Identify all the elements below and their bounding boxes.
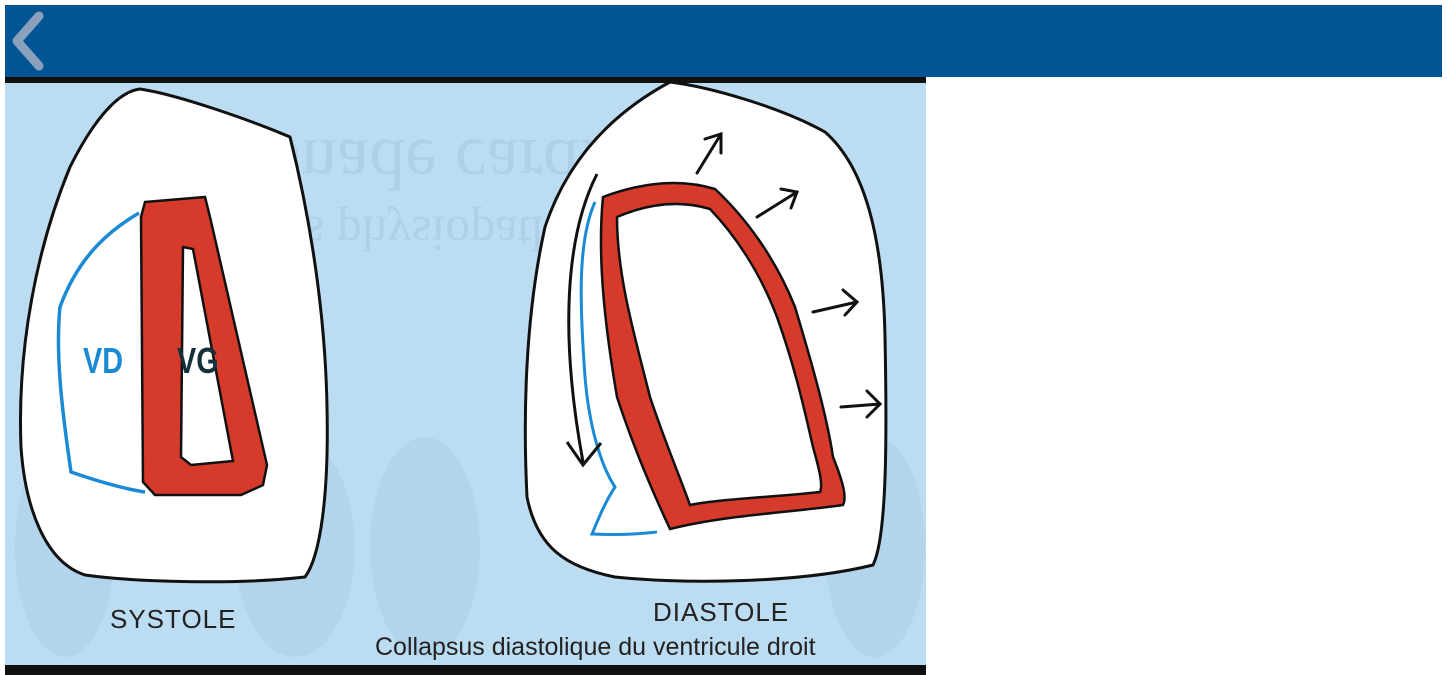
label-vd: VD — [83, 340, 123, 382]
label-systole: SYSTOLE — [110, 604, 236, 635]
label-diastole: DIASTOLE — [653, 597, 789, 628]
diastole-heart — [525, 82, 886, 581]
figure-drawing: onade cardiaque s physiopathologiques — [5, 77, 926, 675]
top-bar — [5, 5, 1442, 77]
back-button[interactable] — [5, 8, 49, 74]
figure-caption: Collapsus diastolique du ventricule droi… — [375, 633, 816, 662]
cardiac-tamponade-figure: onade cardiaque s physiopathologiques — [5, 77, 926, 675]
chevron-left-icon — [5, 8, 49, 74]
label-vg: VG — [177, 340, 219, 382]
